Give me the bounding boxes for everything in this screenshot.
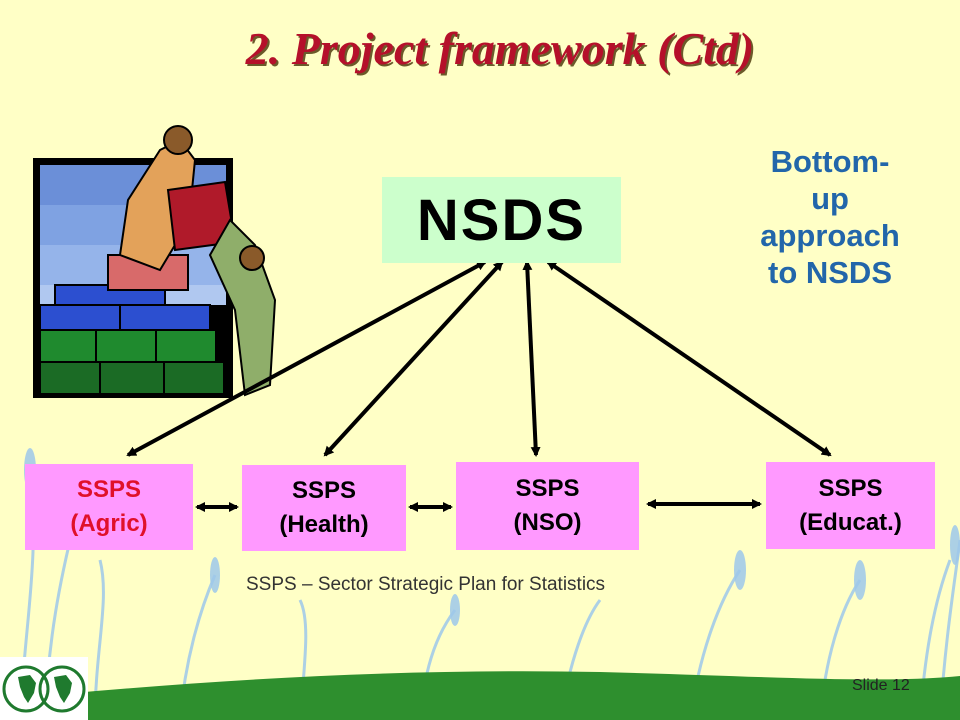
people-lifting-box-illustration <box>33 125 277 398</box>
diagram-arrows <box>126 260 832 512</box>
ground-strip <box>0 671 960 720</box>
africa-map-logo <box>0 657 88 720</box>
ssps-box-title: SSPS <box>515 475 580 502</box>
legend-text: SSPS – Sector Strategic Plan for Statist… <box>246 574 606 595</box>
arrow-nsds-nso <box>522 260 541 457</box>
ssps-box-title: SSPS <box>818 474 883 502</box>
side-note: Bottom- up approach to NSDS <box>735 143 925 291</box>
ssps-box-health: SSPS (Health) <box>242 465 406 551</box>
ssps-box-title: SSPS <box>76 476 142 503</box>
ssps-box-sector: (Health) <box>279 511 369 538</box>
ssps-box-sector: (Agric) <box>70 510 148 537</box>
side-note-line: up <box>811 181 849 216</box>
ssps-box-agric: SSPS (Agric) <box>25 464 193 550</box>
ssps-box-sector: (NSO) <box>513 509 582 536</box>
side-note-line: to NSDS <box>768 255 892 290</box>
slide-number: Slide 12 <box>852 677 910 694</box>
ssps-box-nso: SSPS (NSO) <box>456 462 639 550</box>
side-note-line: approach <box>760 218 900 253</box>
nsds-label: NSDS <box>416 187 587 253</box>
page-title: 2. Project framework (Ctd) <box>245 23 755 74</box>
ssps-box-educat: SSPS (Educat.) <box>766 462 935 549</box>
arrow-nsds-educat <box>546 260 832 457</box>
side-note-line: Bottom- <box>770 144 890 179</box>
nsds-box: NSDS <box>382 177 621 263</box>
ssps-box-title: SSPS <box>291 477 357 504</box>
ssps-box-sector: (Educat.) <box>799 508 902 536</box>
arrow-nsds-health <box>323 260 504 457</box>
